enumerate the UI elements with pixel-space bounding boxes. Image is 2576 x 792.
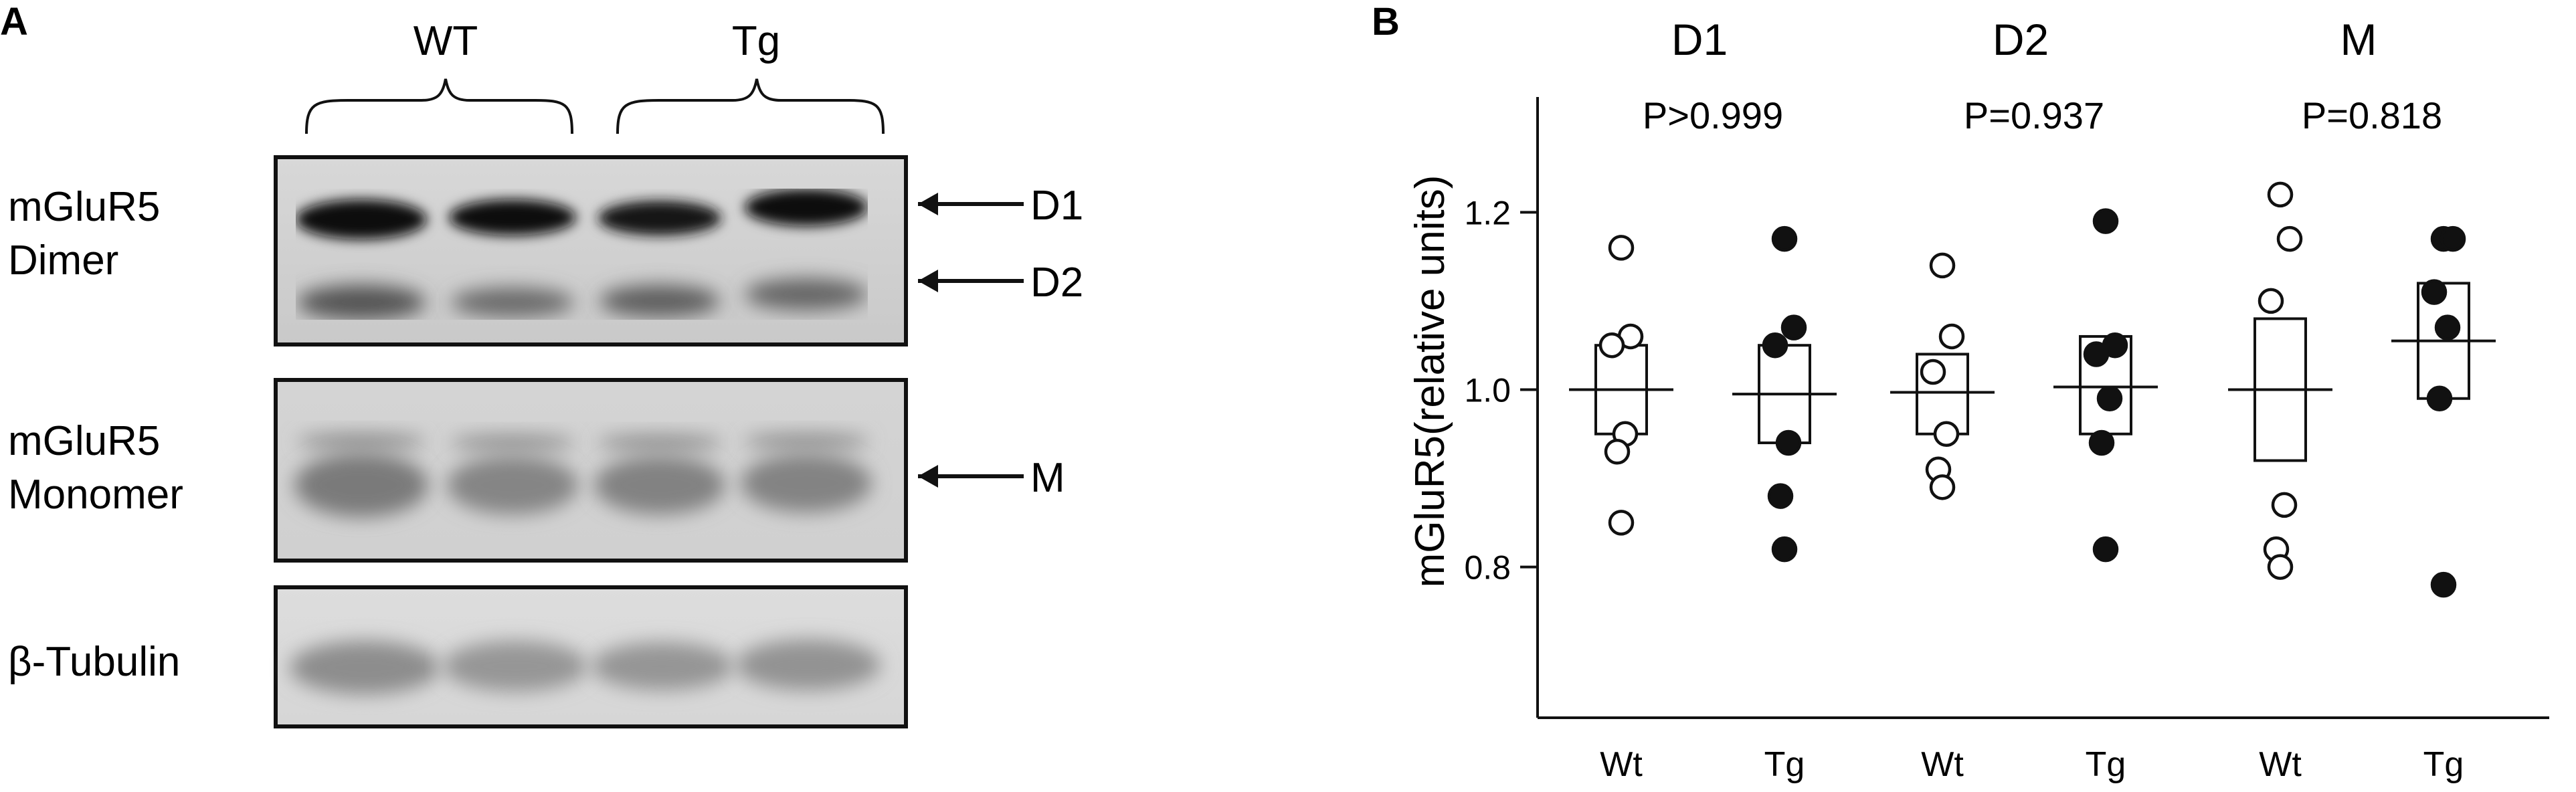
condition-tg: Tg bbox=[2391, 225, 2496, 784]
arrow-m-label: M bbox=[1030, 455, 1065, 501]
data-point bbox=[1767, 483, 1794, 509]
x-tick-label: Wt bbox=[1600, 745, 1643, 784]
data-point bbox=[2092, 536, 2119, 563]
x-tick-label: Tg bbox=[2086, 745, 2126, 784]
brace-tg bbox=[616, 78, 885, 134]
p-value-label: P>0.999 bbox=[1643, 94, 1783, 136]
y-tick-label: 1.2 bbox=[1464, 194, 1511, 231]
data-point bbox=[1938, 323, 1965, 350]
brace-wt bbox=[305, 78, 573, 134]
data-point bbox=[2430, 571, 2457, 598]
data-point bbox=[2092, 208, 2119, 234]
arrow-d2 bbox=[918, 270, 1024, 292]
blot-tubulin bbox=[274, 585, 908, 728]
data-point bbox=[1762, 332, 1788, 359]
group-title: D2 bbox=[1993, 15, 2049, 64]
panel-a-label: A bbox=[0, 0, 28, 43]
y-ticks: 0.8 1.0 1.2 bbox=[1464, 194, 1538, 587]
panel-b-label: B bbox=[1372, 0, 1400, 43]
data-point bbox=[2434, 314, 2461, 340]
data-point bbox=[2096, 385, 2123, 411]
data-point bbox=[2440, 225, 2466, 252]
data-point bbox=[1608, 235, 1635, 261]
blot-tubulin-label: β-Tubulin bbox=[8, 639, 180, 685]
y-axis-title: mGluR5(relative units) bbox=[1407, 175, 1453, 588]
y-tick-label: 0.8 bbox=[1464, 549, 1511, 587]
data-point bbox=[2426, 385, 2453, 411]
panel-a: A WT Tg mGluR5 Dimer bbox=[0, 0, 1083, 728]
blot-dimer-label-line2: Dimer bbox=[8, 237, 118, 284]
condition-wt: Wt bbox=[1569, 235, 1673, 784]
data-point bbox=[2267, 181, 2294, 208]
blot-monomer bbox=[274, 378, 908, 563]
x-tick-label: Tg bbox=[2423, 745, 2464, 784]
x-tick-label: Wt bbox=[1921, 745, 1964, 784]
condition-tg: Tg bbox=[2053, 208, 2158, 784]
data-point bbox=[1604, 439, 1631, 465]
group-label-tg: Tg bbox=[732, 18, 780, 64]
condition-wt: Wt bbox=[1890, 252, 1995, 784]
data-point bbox=[2083, 341, 2110, 367]
blot-dimer bbox=[274, 155, 908, 346]
blot-monomer-label-line2: Monomer bbox=[8, 472, 183, 518]
p-value-label: P=0.818 bbox=[2302, 94, 2442, 136]
panel-b: B mGluR5(relative units) 0.8 1.0 1.2 D1P>0… bbox=[1372, 0, 2549, 784]
y-tick-label: 1.0 bbox=[1464, 371, 1511, 409]
data-point bbox=[1775, 429, 1802, 456]
arrow-d2-label: D2 bbox=[1030, 260, 1083, 306]
data-point bbox=[2276, 225, 2303, 252]
group-title: M bbox=[2340, 15, 2377, 64]
group-label-wt: WT bbox=[413, 18, 478, 64]
p-value-label: P=0.937 bbox=[1964, 94, 2104, 136]
group-title: D1 bbox=[1671, 15, 1728, 64]
data-point bbox=[2267, 554, 2294, 580]
arrow-d1-label: D1 bbox=[1030, 183, 1083, 229]
x-tick-label: Tg bbox=[1764, 745, 1805, 784]
arrow-m bbox=[918, 465, 1024, 488]
x-tick-label: Wt bbox=[2259, 745, 2302, 784]
data-point bbox=[1771, 536, 1798, 563]
data-point bbox=[1920, 359, 1946, 385]
data-point bbox=[1598, 332, 1625, 359]
data-point bbox=[2088, 429, 2115, 456]
data-point bbox=[1771, 225, 1798, 252]
data-point bbox=[2258, 288, 2284, 314]
data-point bbox=[1933, 421, 1960, 448]
data-point bbox=[2271, 492, 2298, 518]
blot-monomer-label-line1: mGluR5 bbox=[8, 418, 160, 464]
data-point bbox=[1929, 252, 1956, 279]
data-point bbox=[1608, 510, 1635, 536]
data-point bbox=[2421, 279, 2448, 305]
condition-tg: Tg bbox=[1732, 225, 1837, 784]
blot-dimer-label-line1: mGluR5 bbox=[8, 184, 160, 230]
data-point bbox=[1929, 474, 1956, 500]
condition-wt: Wt bbox=[2228, 181, 2332, 784]
data-point bbox=[1780, 314, 1807, 340]
arrow-d1 bbox=[918, 193, 1024, 215]
